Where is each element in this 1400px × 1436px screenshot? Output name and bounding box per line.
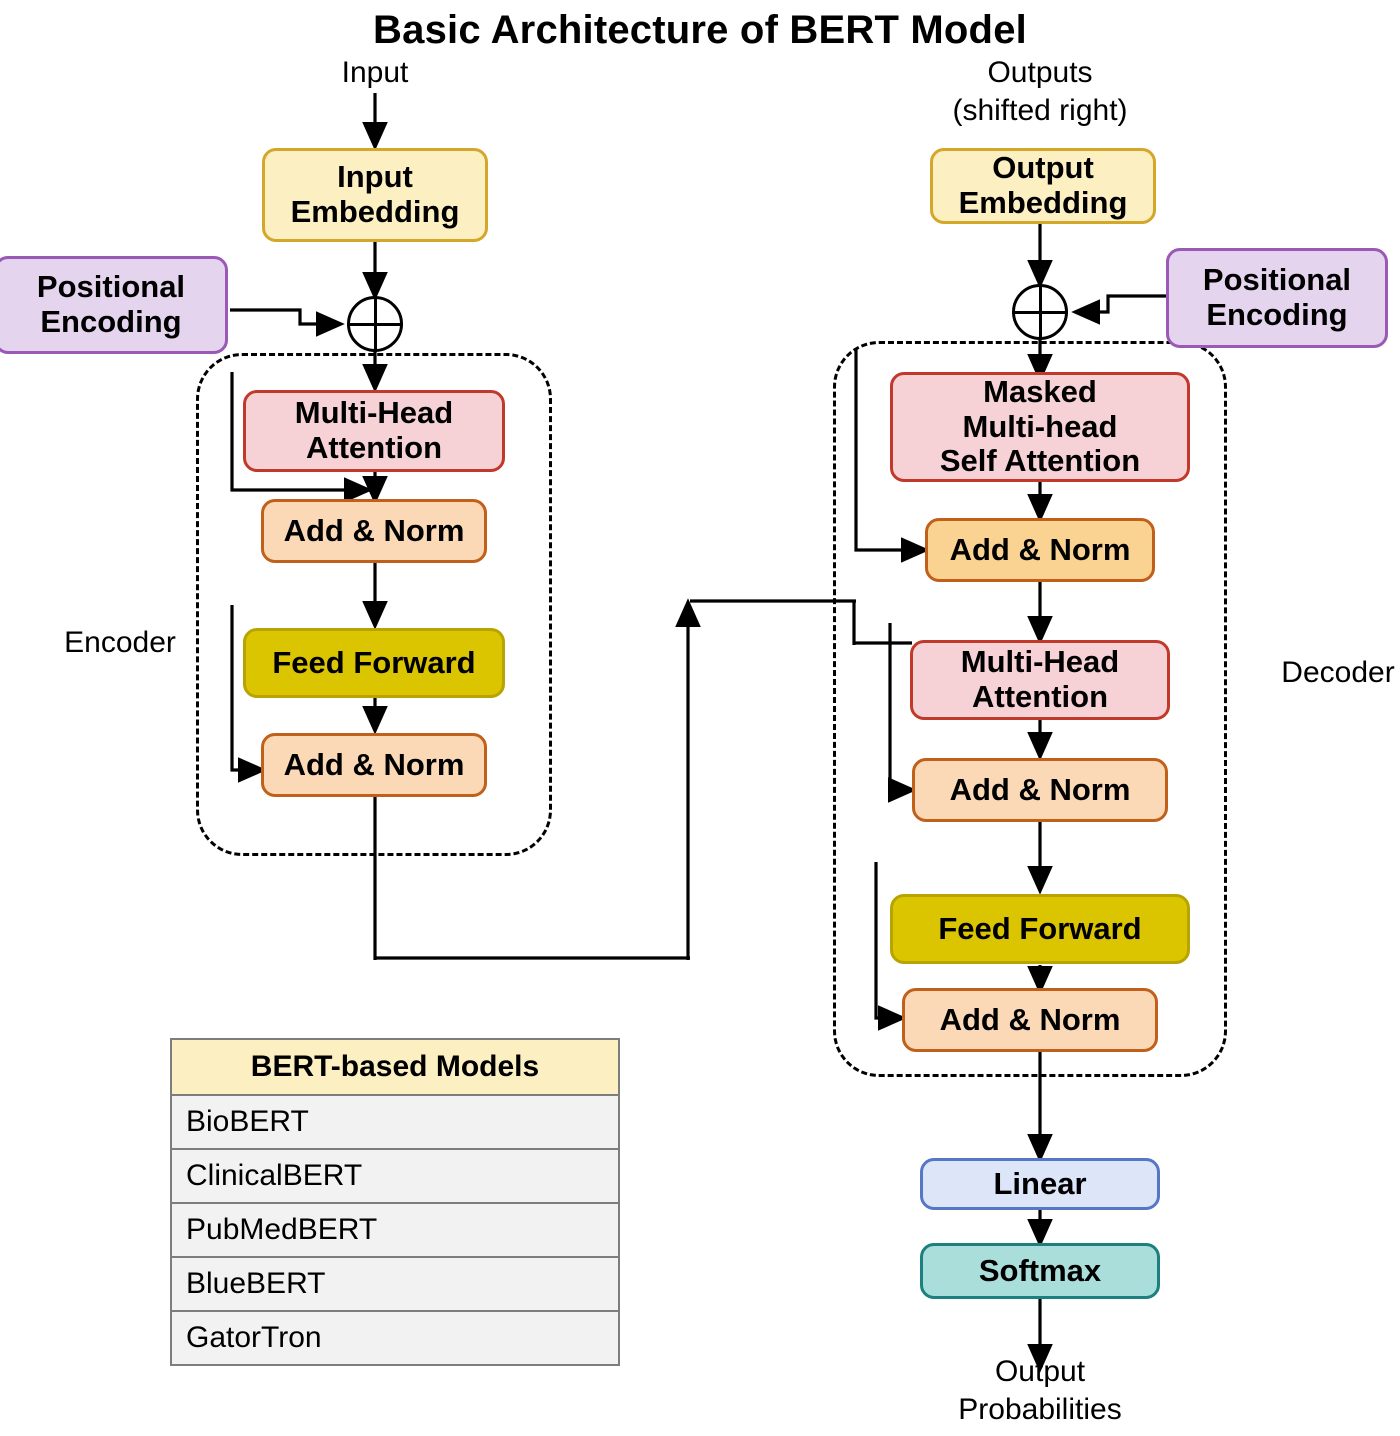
- model-name-cell: PubMedBERT: [170, 1202, 620, 1258]
- table-row: GatorTron: [170, 1310, 620, 1366]
- outputs-label-line1: Outputs: [987, 56, 1093, 89]
- decoder-masked-attention-node[interactable]: Masked Multi-head Self Attention: [890, 372, 1190, 482]
- model-name-cell: BlueBERT: [170, 1256, 620, 1312]
- page-title: Basic Architecture of BERT Model: [373, 8, 1027, 52]
- input-embedding-node[interactable]: Input Embedding: [262, 148, 488, 242]
- decoder-positional-encoding-node[interactable]: Positional Encoding: [1166, 248, 1388, 348]
- output-probabilities-line1: Output: [994, 1355, 1086, 1388]
- outputs-label-line2: (shifted right): [952, 94, 1128, 127]
- model-name-cell: BioBERT: [170, 1094, 620, 1150]
- table-row: BioBERT: [170, 1094, 620, 1150]
- linear-node[interactable]: Linear: [920, 1158, 1160, 1210]
- encoder-feed-forward-node[interactable]: Feed Forward: [243, 628, 505, 698]
- encoder-label: Encoder: [64, 626, 176, 659]
- table-row: ClinicalBERT: [170, 1148, 620, 1204]
- bert-based-models-table: BERT-based Models BioBERT ClinicalBERT P…: [170, 1038, 620, 1366]
- decoder-add-norm-3-node[interactable]: Add & Norm: [902, 988, 1158, 1052]
- model-name-cell: GatorTron: [170, 1310, 620, 1366]
- table-header-row: BERT-based Models: [170, 1038, 620, 1096]
- encoder-multi-head-attention-node[interactable]: Multi-Head Attention: [243, 390, 505, 472]
- decoder-feed-forward-node[interactable]: Feed Forward: [890, 894, 1190, 964]
- table-header-cell: BERT-based Models: [170, 1038, 620, 1096]
- encoder-residual-add-icon: [347, 296, 403, 352]
- softmax-node[interactable]: Softmax: [920, 1243, 1160, 1299]
- decoder-residual-add-icon: [1012, 284, 1068, 340]
- decoder-boundary: [833, 341, 1227, 1077]
- decoder-multi-head-attention-node[interactable]: Multi-Head Attention: [910, 640, 1170, 720]
- table-row: BlueBERT: [170, 1256, 620, 1312]
- model-name-cell: ClinicalBERT: [170, 1148, 620, 1204]
- decoder-label: Decoder: [1281, 656, 1395, 689]
- decoder-add-norm-2-node[interactable]: Add & Norm: [912, 758, 1168, 822]
- output-probabilities-line2: Probabilities: [958, 1393, 1122, 1426]
- encoder-positional-encoding-node[interactable]: Positional Encoding: [0, 256, 228, 354]
- encoder-add-norm-1-node[interactable]: Add & Norm: [261, 499, 487, 563]
- input-label: Input: [341, 56, 409, 89]
- table-body: BioBERT ClinicalBERT PubMedBERT BlueBERT…: [170, 1094, 620, 1366]
- output-embedding-node[interactable]: Output Embedding: [930, 148, 1156, 224]
- encoder-add-norm-2-node[interactable]: Add & Norm: [261, 733, 487, 797]
- table-row: PubMedBERT: [170, 1202, 620, 1258]
- decoder-add-norm-1-node[interactable]: Add & Norm: [925, 518, 1155, 582]
